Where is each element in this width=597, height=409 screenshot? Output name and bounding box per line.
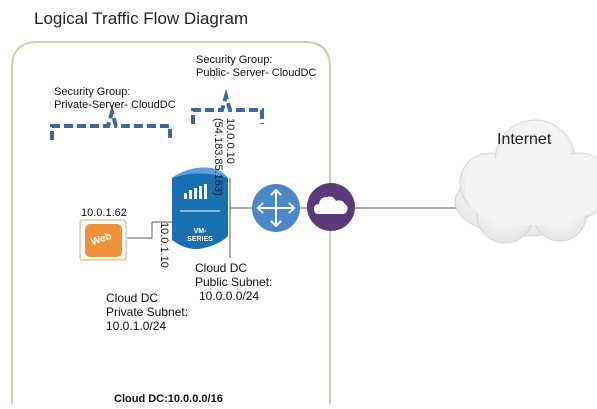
private-security-group-label: Security Group: Private-Server- CloudDC xyxy=(54,86,176,112)
public-security-group-bracket xyxy=(191,88,264,124)
private-security-group-line2: Private-Server- CloudDC xyxy=(54,99,176,111)
public-security-group-line2: Public- Server- CloudDC xyxy=(196,67,317,79)
internet-cloud-fill xyxy=(465,125,597,225)
firewall-label-line1: VM- xyxy=(193,228,207,235)
private-ip-label: 10.0.1.10 xyxy=(158,222,170,268)
private-subnet-label: Cloud DC Private Subnet: 10.0.1.0/24 xyxy=(106,291,188,333)
public-ip-line2: (54.183.85.163) xyxy=(212,118,224,196)
private-security-group-bracket xyxy=(50,104,172,140)
private-subnet-line3: 10.0.1.0/24 xyxy=(106,319,167,333)
firewall-label: VM- SERIES xyxy=(180,228,220,244)
public-subnet-line2: Public Subnet: xyxy=(195,275,273,289)
cloud-dc-label: Cloud DC:10.0.0.0/16 xyxy=(114,393,223,405)
firewall-icon xyxy=(172,167,228,249)
internet-label: Internet xyxy=(497,131,552,148)
public-security-group-label: Security Group: Public- Server- CloudDC xyxy=(196,54,316,80)
public-subnet-line3: 10.0.0.0/24 xyxy=(199,289,260,303)
public-security-group-line1: Security Group: xyxy=(196,54,273,66)
private-security-group-line1: Security Group: xyxy=(54,86,131,98)
public-ip-line1: 10.0.0.10 xyxy=(224,118,236,164)
router-icon xyxy=(252,184,300,232)
web-ip-label: 10.0.1.62 xyxy=(81,207,127,219)
private-subnet-line1: Cloud DC xyxy=(106,291,159,305)
private-subnet-line2: Private Subnet: xyxy=(106,305,189,319)
web-server-icon xyxy=(79,219,127,261)
diagram-title: Logical Traffic Flow Diagram xyxy=(34,9,249,28)
internet-gateway-icon xyxy=(307,183,355,231)
firewall-label-line2: SERIES xyxy=(187,236,213,243)
public-subnet-label: Cloud DC Public Subnet: 10.0.0.0/24 xyxy=(195,261,272,303)
cloud-dc-container xyxy=(11,41,331,404)
public-subnet-line1: Cloud DC xyxy=(195,261,248,275)
